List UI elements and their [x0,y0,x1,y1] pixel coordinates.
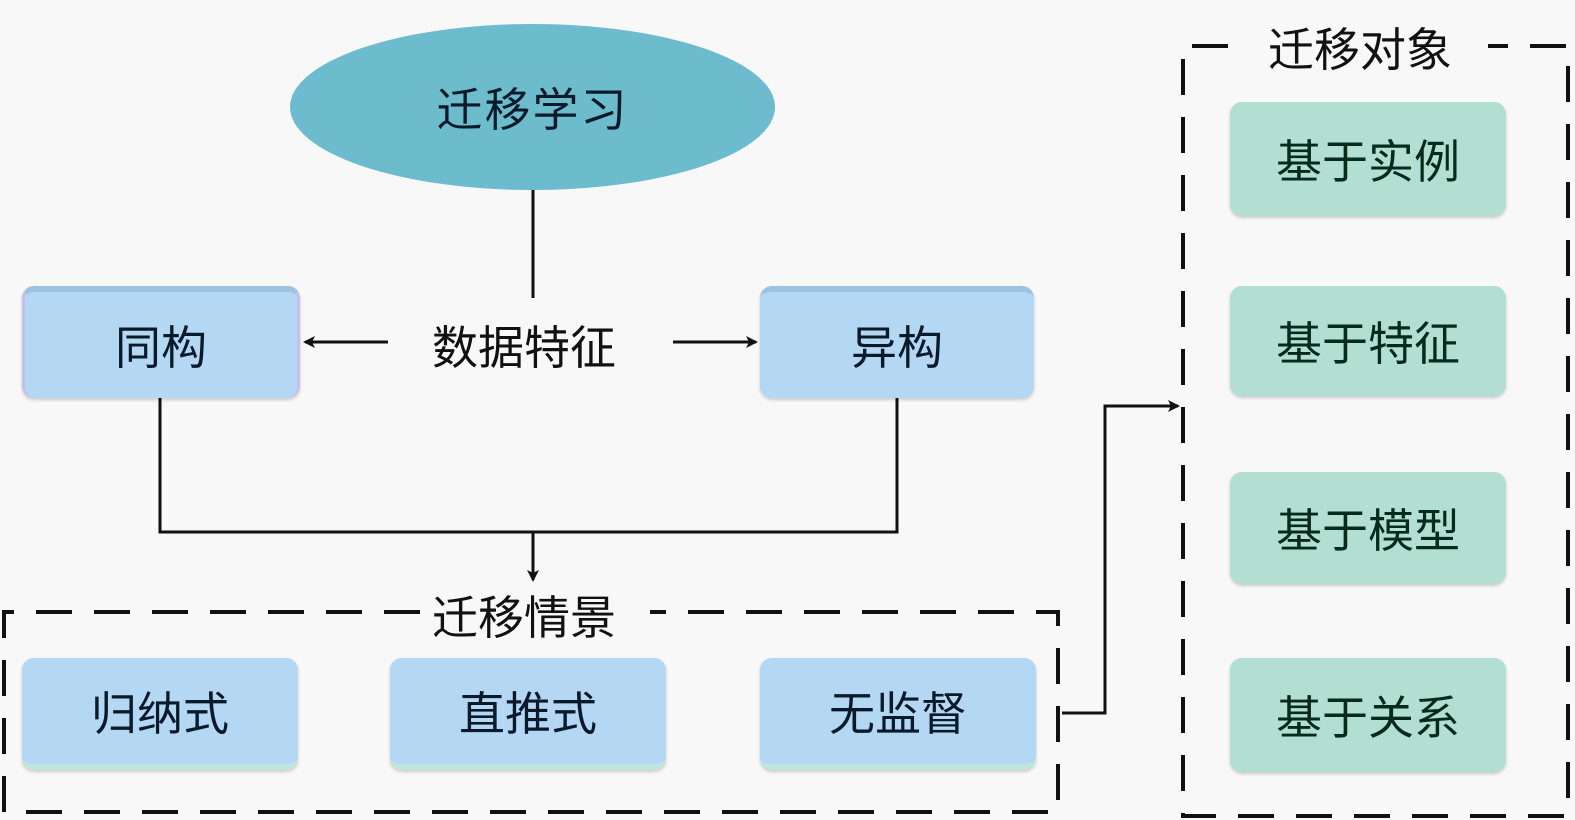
node-transductive: 直推式 [390,658,666,770]
node-feature-based: 基于特征 [1230,286,1506,396]
node-heterogeneous-label: 异构 [851,321,943,375]
scenario-group-border [2,610,1060,814]
node-instance-based: 基于实例 [1230,102,1506,216]
node-model-based-label: 基于模型 [1276,504,1460,558]
center-label-data-features: 数据特征 [432,321,616,375]
node-model-based: 基于模型 [1230,472,1506,584]
node-relation-based-label: 基于关系 [1276,691,1460,745]
node-instance-based-label: 基于实例 [1276,135,1460,189]
merge-connector [158,398,899,534]
node-relation-based: 基于关系 [1230,658,1506,772]
node-isomorphic: 同构 [22,286,300,398]
node-unsupervised: 无监督 [760,658,1036,770]
node-feature-based-label: 基于特征 [1276,317,1460,371]
node-inductive-label: 归纳式 [91,687,229,741]
object-group-title: 迁移对象 [1260,14,1460,80]
node-heterogeneous: 异构 [760,286,1034,398]
unsupervised-to-object-connector [1062,400,1180,715]
node-isomorphic-label: 同构 [115,321,207,375]
node-unsupervised-label: 无监督 [829,687,967,741]
root-label: 迁移学习 [436,83,629,137]
node-inductive: 归纳式 [22,658,298,770]
root-node-transfer-learning: 迁移学习 [290,24,775,190]
scenario-group-title: 迁移情景 [424,582,624,648]
object-group-border [1181,44,1570,818]
node-transductive-label: 直推式 [459,687,597,741]
